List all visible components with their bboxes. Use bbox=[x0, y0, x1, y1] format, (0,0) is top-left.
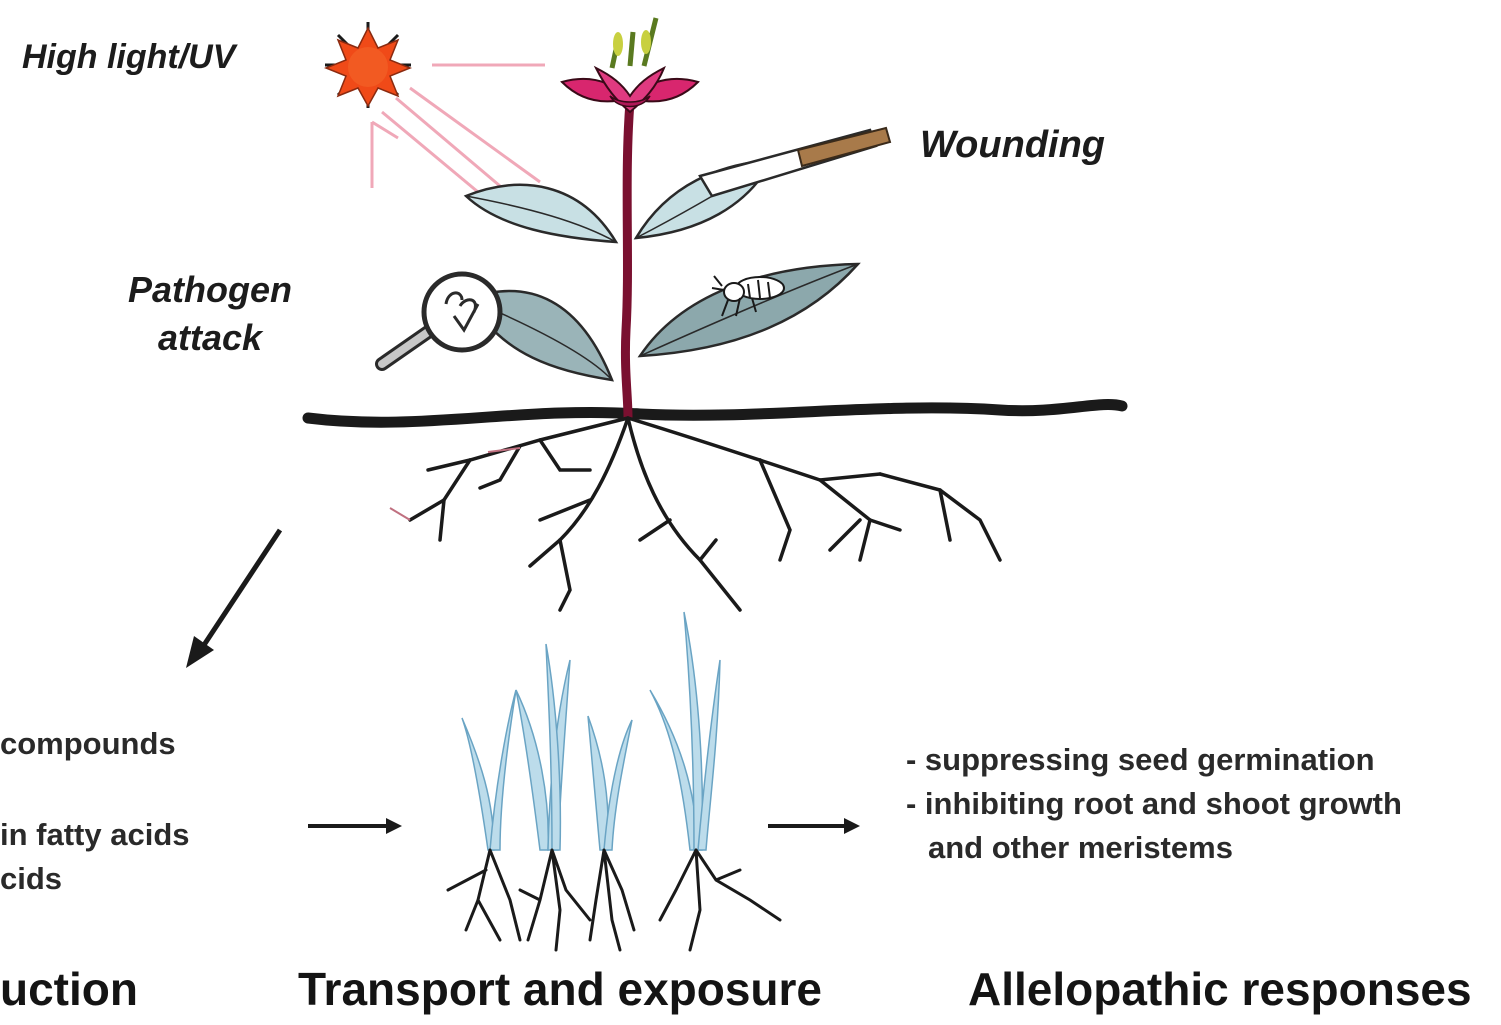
stress-label-pathogen-line1: Pathogen bbox=[128, 266, 292, 314]
stage-heading-transport: Transport and exposure bbox=[298, 962, 822, 1016]
soil-line bbox=[308, 404, 1122, 422]
stress-label-pathogen: Pathogen attack bbox=[128, 266, 292, 362]
response-arrow-icon bbox=[768, 818, 860, 834]
response-item: - inhibiting root and shoot growth bbox=[906, 782, 1402, 826]
magnifying-glass-icon bbox=[382, 274, 500, 364]
seedlings-icon bbox=[462, 612, 720, 850]
response-list: - suppressing seed germination - inhibit… bbox=[906, 738, 1402, 870]
compound-item: in fatty acids bbox=[0, 813, 190, 857]
compound-item: compounds bbox=[0, 722, 190, 766]
seedling-roots bbox=[448, 850, 780, 950]
sun-icon bbox=[325, 22, 411, 108]
compound-item: cids bbox=[0, 857, 190, 901]
list-spacer bbox=[0, 766, 190, 813]
plant-roots bbox=[410, 418, 1000, 610]
production-arrow-icon bbox=[186, 530, 280, 668]
flower-icon bbox=[562, 18, 698, 112]
stage-heading-allelopathic: Allelopathic responses bbox=[968, 962, 1472, 1016]
compound-list: compounds in fatty acids cids bbox=[0, 722, 190, 901]
stage-heading-production: uction bbox=[0, 962, 138, 1016]
transport-arrow-icon bbox=[308, 818, 402, 834]
response-item: and other meristems bbox=[906, 826, 1402, 870]
plant-stem bbox=[625, 102, 630, 418]
stress-label-pathogen-line2: attack bbox=[128, 314, 292, 362]
light-ray-lines bbox=[372, 65, 545, 192]
response-item: - suppressing seed germination bbox=[906, 738, 1402, 782]
stress-label-wounding: Wounding bbox=[920, 124, 1105, 167]
stress-label-light: High light/UV bbox=[22, 38, 235, 77]
knife-icon bbox=[700, 128, 890, 196]
lower-leaves bbox=[470, 264, 858, 380]
